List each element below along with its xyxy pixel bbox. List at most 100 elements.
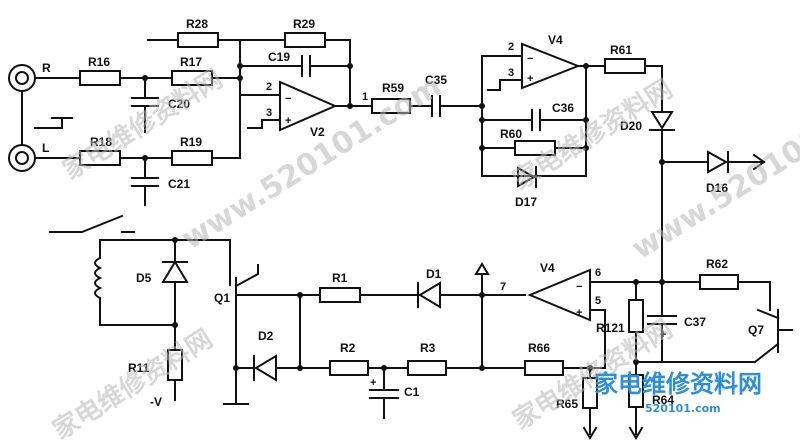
capacitor-c37-plus: + <box>660 329 666 341</box>
watermark-logo: 家电维修资料网 <box>594 370 762 398</box>
wire <box>239 77 281 96</box>
watermark-text: 家电维修资料网 <box>47 323 218 444</box>
opamp-v2 <box>279 80 338 132</box>
label-d17: D17 <box>515 195 537 209</box>
diode-d20 <box>650 111 674 130</box>
pin-label: 6 <box>595 267 601 279</box>
label-c35: C35 <box>425 73 447 87</box>
pin-label: 1 <box>362 91 368 103</box>
opamp-v4-bottom <box>527 268 591 322</box>
junction-dot <box>347 103 353 109</box>
diode-d1 <box>418 281 441 309</box>
capacitor-c1 <box>369 389 399 399</box>
label-c36: C36 <box>552 101 574 115</box>
label-r11: R11 <box>128 361 150 375</box>
junction-dot <box>347 63 353 69</box>
resistor-r66 <box>524 360 564 376</box>
junction-dot <box>479 145 485 151</box>
label-r2: R2 <box>340 341 356 355</box>
label-d5: D5 <box>136 271 152 285</box>
label-c20: C20 <box>168 97 190 111</box>
label-v2: V2 <box>310 125 325 139</box>
capacitor-c19 <box>301 55 311 77</box>
output-arrow <box>727 153 766 171</box>
wire <box>487 79 523 91</box>
opamp-v4-plus: + <box>527 73 533 85</box>
label-c19: C19 <box>268 50 290 64</box>
label-r121: R121 <box>596 321 625 335</box>
label-minus-v: -V <box>150 395 162 409</box>
pin-label: 3 <box>266 107 272 119</box>
label-r3: R3 <box>420 341 436 355</box>
label-r16: R16 <box>88 55 110 69</box>
junction-dot <box>479 365 485 371</box>
label-r: R <box>42 61 51 75</box>
label-c37: C37 <box>684 315 706 329</box>
label-l: L <box>42 141 49 155</box>
label-r17: R17 <box>180 55 202 69</box>
label-c1: C1 <box>404 385 420 399</box>
label-r65: R65 <box>556 397 578 411</box>
resistor-r19 <box>171 150 213 166</box>
label-v4-bottom: V4 <box>540 261 555 275</box>
diode-d2 <box>254 354 277 382</box>
transistor-q1-collector <box>234 264 259 288</box>
transistor-q7 <box>753 308 780 364</box>
label-r19: R19 <box>180 135 202 149</box>
opamp-v2-minus: − <box>285 93 291 105</box>
resistor-r28 <box>177 32 219 48</box>
label-r59: R59 <box>382 81 404 95</box>
arrow-down-icon <box>628 406 644 440</box>
capacitor-c1-plus: + <box>370 377 376 389</box>
opamp-v4b-plus: + <box>576 307 582 319</box>
wire <box>737 281 771 311</box>
resistor-r29 <box>284 32 326 48</box>
wire <box>324 39 351 106</box>
junction-dot <box>583 117 589 123</box>
label-q7: Q7 <box>748 323 764 337</box>
arrow-down-icon <box>582 407 598 440</box>
label-r62: R62 <box>706 257 728 271</box>
diode-d16 <box>707 150 729 174</box>
wire <box>99 297 176 326</box>
resistor-r16 <box>79 70 121 86</box>
pin-label: 2 <box>508 41 514 53</box>
switch <box>49 214 124 233</box>
resistor-r62 <box>699 274 739 290</box>
label-r61: R61 <box>610 43 632 57</box>
label-r60: R60 <box>500 127 522 141</box>
pin-label: 3 <box>508 67 514 79</box>
watermark-text: 家电维修资料网 <box>507 73 678 196</box>
wire <box>247 119 281 129</box>
label-r29: R29 <box>293 17 315 31</box>
label-d1: D1 <box>426 267 442 281</box>
label-r66: R66 <box>528 341 550 355</box>
wire <box>211 77 241 159</box>
resistor-r1 <box>319 287 361 303</box>
opamp-v4b-minus: − <box>576 281 582 293</box>
junction-dot <box>583 63 589 69</box>
opamp-v2-plus: + <box>285 115 291 127</box>
pin-label: 7 <box>500 281 506 293</box>
junction-dot <box>583 145 589 151</box>
junction-dot <box>233 365 239 371</box>
pin-label: 2 <box>266 81 272 93</box>
input-jack-r <box>8 64 36 92</box>
label-d20: D20 <box>620 119 642 133</box>
label-r18: R18 <box>90 135 112 149</box>
wire <box>661 323 756 363</box>
junction-dot <box>479 117 485 123</box>
resistor-r2 <box>329 360 369 376</box>
label-r28: R28 <box>186 17 208 31</box>
label-v4-top: V4 <box>548 33 563 47</box>
opamp-v4-minus: − <box>527 53 533 65</box>
resistor-r61 <box>604 58 646 74</box>
wire <box>644 65 663 111</box>
pin-label: 5 <box>595 295 601 307</box>
capacitor-c36 <box>531 109 541 131</box>
input-jack-l <box>8 144 36 172</box>
label-d2: D2 <box>258 329 274 343</box>
label-c21: C21 <box>168 177 190 191</box>
ground-wire <box>34 117 63 129</box>
